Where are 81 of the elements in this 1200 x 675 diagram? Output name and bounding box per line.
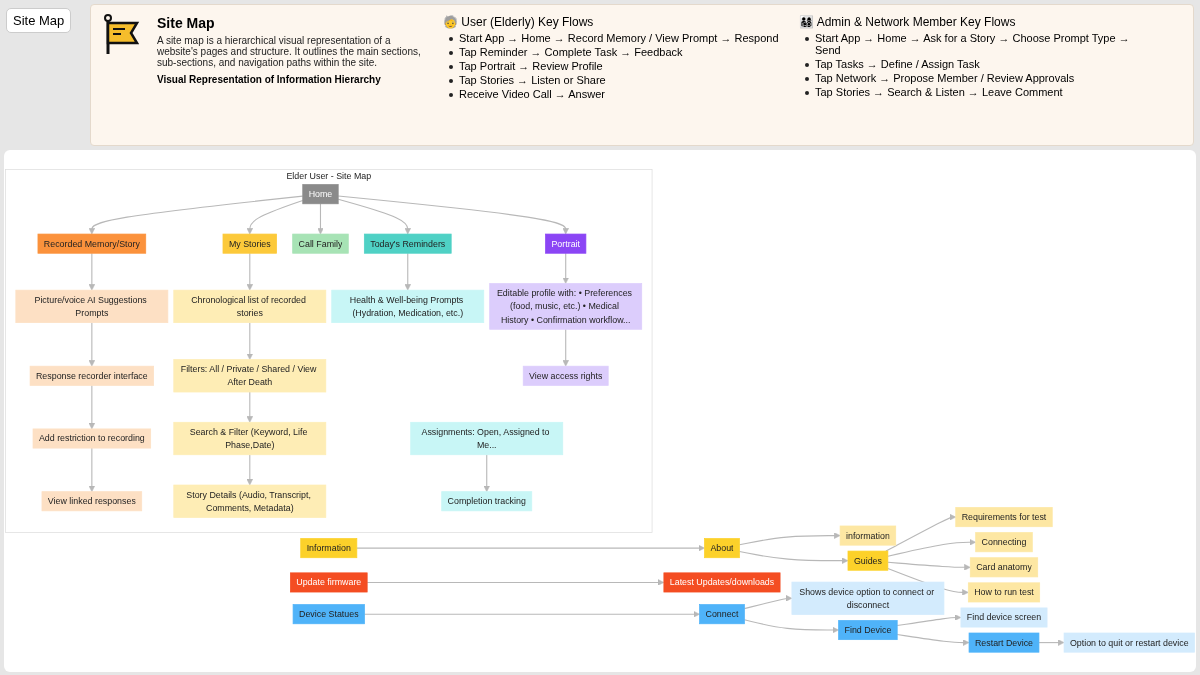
flow-step-list-item: Start App → Home → Ask for a Story → Choose Prompt Type → Send (803, 32, 1139, 56)
flow-step-list-item: Start App → Home → Record Memory / View Prompt → Respond (447, 32, 783, 44)
arrow (887, 561, 971, 571)
node-box: View access rights (522, 365, 609, 386)
tab-label: Site Map (6, 8, 72, 33)
arrow (887, 539, 976, 557)
arrow (562, 252, 569, 284)
flow-step-list-item: Tap Portrait → Review Profile (447, 60, 783, 72)
heading: Site Map (157, 15, 216, 31)
node-box: Assignments: Open, Assigned to Me... (410, 422, 564, 456)
description: A site map is a hierarchical visual representation of a website's pages and structure. It outlines the main sections, sub-sections, and navigation paths within the site. (157, 35, 422, 68)
node-box: Find device screen (960, 607, 1048, 628)
arrow (363, 611, 700, 618)
node-box: Chronological list of recorded stories (173, 289, 327, 324)
node-box: Information (300, 538, 358, 559)
arrow (246, 454, 254, 486)
arrow (337, 198, 411, 235)
node-box: About (704, 538, 740, 559)
node-box: Completion tracking (441, 491, 533, 512)
arrow (88, 384, 96, 430)
node-box: My Stories (222, 233, 277, 254)
node-box: information (839, 525, 897, 546)
arrow (317, 203, 324, 235)
flow-step-list-item: Tap Stories → Search & Listen → Leave Comment (803, 86, 1139, 98)
section-heading: 👨‍👩‍👧‍👦 Admin & Network Member Key Flows (799, 15, 1017, 29)
node-box: Health & Well-being Prompts (Hydration, Medication, etc.) (331, 289, 485, 324)
arrow (88, 252, 96, 291)
arrow (337, 195, 569, 235)
arrow (562, 328, 569, 367)
arrow (88, 195, 304, 235)
arrow (483, 454, 490, 493)
arrow (896, 614, 962, 627)
node-box: Device Statues (292, 604, 365, 625)
flow-step-list-item: Tap Network → Propose Member / Review Approvals (803, 72, 1139, 84)
node-box: Requirements for test (955, 507, 1053, 528)
arrow (743, 595, 793, 610)
arrow (246, 391, 254, 423)
arrow (356, 545, 705, 552)
node-box: Shows device option to connect or disconnect (791, 581, 945, 616)
node-box: Connect (699, 604, 745, 625)
flow-step-list-item: Receive Video Call → Answer (447, 88, 783, 100)
arrow (246, 252, 254, 291)
node-box: Find Device (838, 620, 898, 641)
arrow (738, 551, 849, 565)
node-box: Option to quit or restart device (1063, 632, 1195, 653)
arrow (885, 514, 957, 552)
node-box: Home (302, 184, 339, 205)
arrow (896, 634, 970, 646)
arrow (738, 532, 841, 546)
node-box: Story Details (Audio, Transcript, Comments, Metadata) (173, 484, 327, 518)
arrow (88, 322, 96, 367)
flow-step-list-item: Tap Tasks → Define / Assign Task (803, 58, 1139, 70)
node-box: Restart Device (968, 632, 1040, 653)
node-box: Filters: All / Private / Shared / View After Death (173, 359, 327, 393)
section-heading: 🧓 User (Elderly) Key Flows (443, 15, 595, 29)
node-box: Search & Filter (Keyword, Life Phase,Date) (173, 422, 327, 456)
node-box: Picture/voice AI Suggestions Prompts (15, 289, 169, 324)
arrow (743, 619, 839, 634)
node-box: Portrait (545, 233, 587, 254)
arrow (88, 447, 96, 493)
node-box: Add restriction to recording (32, 428, 152, 449)
arrow (1038, 639, 1065, 646)
flow-step-list-item: Tap Stories → Listen or Share (447, 74, 783, 86)
node-box: Response recorder interface (29, 365, 154, 386)
node-box: Call Family (292, 233, 349, 254)
arrow (404, 252, 411, 291)
arrow (366, 579, 665, 586)
arrow (246, 200, 304, 235)
node-box: Editable profile with: • Preferences (food, music, etc.) • Medical History • Confirmation workflow... (489, 283, 643, 330)
node-box: Connecting (975, 532, 1033, 553)
subheading: Visual Representation of Information Hierarchy (157, 74, 382, 85)
node-box: How to run test (967, 582, 1041, 603)
node-box: Guides (847, 550, 889, 571)
arrow (246, 322, 254, 360)
node-box: Latest Updates/downloads (663, 572, 781, 593)
node-box: Today's Reminders (363, 233, 452, 254)
node-box: Recorded Memory/Story (37, 233, 147, 254)
flow-step-list-item: Tap Reminder → Complete Task → Feedback (447, 46, 783, 58)
node-box: Card anatomy (969, 557, 1039, 578)
node-box: View linked responses (41, 491, 143, 512)
node-box: Update firmware (290, 572, 368, 593)
